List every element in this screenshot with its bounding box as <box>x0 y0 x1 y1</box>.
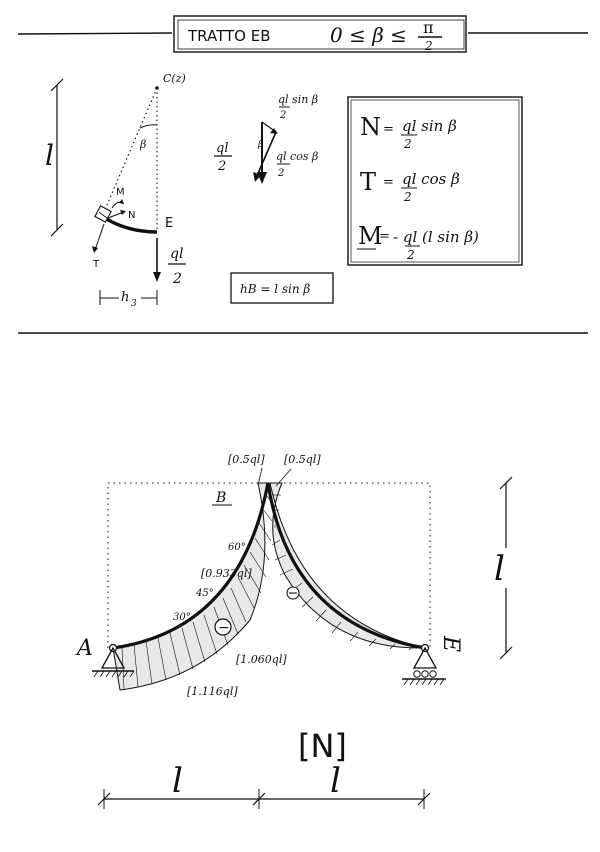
hb-text: hB = l sin β <box>240 282 310 296</box>
decomp-beta: β <box>257 140 263 150</box>
h-subscript: 3 <box>131 299 137 309</box>
header-rule-left <box>17 32 173 35</box>
eq-N-rhs: ql sin β <box>402 117 457 135</box>
span-label-left: l <box>172 761 183 801</box>
center-label: C(z) <box>163 72 186 85</box>
decomp-left-den: 2 <box>217 159 226 174</box>
normal-label: N <box>128 210 135 221</box>
beam-arch-right <box>266 482 426 650</box>
eq-M-rhs: - ql (l sin β) <box>393 228 479 246</box>
beam-arch-left <box>112 482 270 650</box>
shear-label: T <box>92 259 100 270</box>
moment-label: M <box>116 187 125 198</box>
header-two: 2 <box>424 39 433 53</box>
eq-T-lhs: T <box>360 168 376 196</box>
header: TRATTO EB 0 ≤ β ≤ π 2 <box>17 15 588 53</box>
height-tick-top <box>499 476 513 490</box>
sketch-beta: β <box>139 138 146 151</box>
decomp-bottom-den: 2 <box>277 168 284 179</box>
h-label-mask <box>119 287 141 305</box>
length-tick-top <box>50 78 64 92</box>
h-label: h <box>121 290 129 305</box>
label-30: 30° <box>173 612 191 623</box>
segment-sketch: l C(z) β M N T E ql 2 h 3 <box>45 72 186 309</box>
eq-T-den: 2 <box>403 190 412 204</box>
decomp-top-label: ql sin β <box>278 93 318 106</box>
header-box-inner <box>177 19 465 50</box>
load-arrowhead <box>153 272 161 282</box>
component-cos-arrowhead <box>253 172 261 182</box>
normal-arrowhead <box>120 210 126 215</box>
minus-sign-left-text: − <box>218 620 230 636</box>
label-60: 60° <box>228 542 246 553</box>
eq-N-lhs: N <box>360 113 381 141</box>
end-label: E <box>165 216 173 231</box>
moment-arrowhead <box>119 199 124 204</box>
eq-N-den: 2 <box>403 137 412 151</box>
label-A: A <box>75 636 93 661</box>
eq-M-eq: = <box>379 229 390 244</box>
header-box <box>173 15 467 53</box>
load-den: 2 <box>172 271 182 287</box>
equations-frame-inner <box>350 99 520 263</box>
label-45: 45° <box>195 588 214 599</box>
support-E <box>402 643 446 686</box>
hb-frame <box>230 272 334 304</box>
height-label: l <box>494 549 505 589</box>
eq-M-lhs: M <box>358 222 383 250</box>
load-num: ql <box>170 246 183 262</box>
inclined-radius <box>103 87 158 213</box>
label-E: E <box>438 635 463 652</box>
equations-frame <box>347 96 523 266</box>
diagram-title-N: [N] <box>298 727 347 765</box>
cut-hatch <box>98 211 108 219</box>
component-cos-arrow <box>255 131 277 179</box>
label-0933: [0.933ql] <box>201 567 252 580</box>
hb-box: hB = l sin β <box>230 272 334 304</box>
minus-sign-left <box>214 618 232 636</box>
header-title: TRATTO EB <box>187 27 270 45</box>
leader-top-right <box>275 468 292 487</box>
label-B: B <box>215 490 226 506</box>
beta-arc <box>139 124 158 129</box>
equations-box: N = ql sin β 2 T = ql cos β 2 M = - ql (… <box>347 96 523 266</box>
frame-dotted <box>107 482 431 648</box>
n-diagram-right-fill <box>269 482 426 649</box>
decomp-bottom-label: ql cos β <box>276 150 318 163</box>
label-1116: [1.116ql] <box>187 685 238 698</box>
force-decomposition: ql 2 β ql sin β 2 ql cos β 2 <box>214 93 318 184</box>
header-pi: π <box>423 18 434 37</box>
eq-T-eq: = <box>383 175 394 190</box>
height-tick-bottom <box>499 646 513 660</box>
eq-T-rhs: ql cos β <box>402 170 460 188</box>
height-label-mask <box>490 548 522 588</box>
decomp-left-num: ql <box>216 141 228 156</box>
eq-N-eq: = <box>383 122 394 137</box>
length-tick-bottom <box>50 223 64 237</box>
label-1060: [1.060ql] <box>236 653 287 666</box>
label-top-left: [0.5ql] <box>228 453 265 466</box>
support-A <box>92 643 135 678</box>
span-label-right: l <box>330 761 341 801</box>
cut-section <box>94 205 112 223</box>
length-label: l <box>45 139 54 172</box>
leader-top-left <box>257 467 263 486</box>
shear-arrowhead <box>92 246 98 253</box>
label-top-right: [0.5ql] <box>284 453 321 466</box>
eq-M-den: 2 <box>406 248 415 262</box>
decomp-top-den: 2 <box>279 110 286 121</box>
header-range: 0 ≤ β ≤ <box>330 23 407 47</box>
shear-arrow <box>94 223 105 251</box>
normal-force-diagram: − [0.5ql] [0.5ql] B 60° [0.933ql] 45° 30… <box>75 453 522 809</box>
